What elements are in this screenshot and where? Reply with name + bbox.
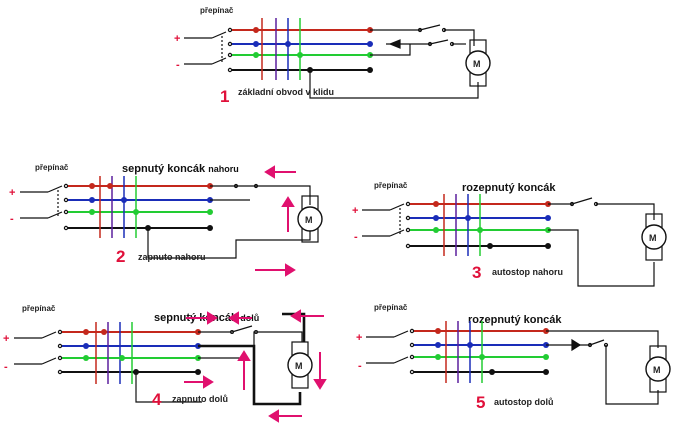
switch-symbol bbox=[366, 328, 415, 375]
motor-symbol-icon: M bbox=[297, 195, 323, 243]
plus-terminal: + bbox=[356, 332, 362, 344]
limit-wiring bbox=[548, 197, 655, 287]
diagram-title: rozepnutý koncák bbox=[462, 182, 556, 194]
motor-label: M bbox=[649, 233, 657, 243]
motor-symbol-icon: M bbox=[645, 345, 671, 393]
direction-arrow-icon bbox=[255, 165, 296, 277]
motor-symbol-icon: M bbox=[465, 39, 491, 87]
diagram-4: přepínač + - sepnutý koncák dolů bbox=[3, 304, 327, 423]
plus-terminal: + bbox=[9, 187, 15, 199]
minus-terminal: - bbox=[176, 59, 180, 71]
motor-label: M bbox=[653, 365, 661, 375]
diagram-title: rozepnutý koncák bbox=[468, 314, 562, 326]
switch-label: přepínač bbox=[22, 304, 56, 313]
switch-label: přepínač bbox=[200, 6, 234, 15]
motor-label: M bbox=[305, 215, 313, 225]
switch-label: přepínač bbox=[374, 303, 408, 312]
diagram-caption: autostop nahoru bbox=[492, 267, 563, 277]
diagram-1: přepínač + - bbox=[174, 6, 491, 106]
diagram-number: 5 bbox=[476, 393, 485, 412]
switch-symbol bbox=[14, 329, 63, 375]
minus-terminal: - bbox=[354, 231, 358, 243]
limit-wiring bbox=[309, 24, 479, 99]
minus-terminal: - bbox=[4, 361, 8, 373]
junction-dots bbox=[435, 328, 549, 375]
minus-terminal: - bbox=[10, 213, 14, 225]
motor-label: M bbox=[295, 361, 303, 371]
diagram-caption: autostop dolů bbox=[494, 397, 554, 407]
diagram-number: 1 bbox=[220, 87, 229, 106]
diagram-number: 2 bbox=[116, 247, 125, 266]
limit-wiring bbox=[546, 330, 659, 405]
plus-terminal: + bbox=[3, 333, 9, 345]
switch-symbol bbox=[362, 201, 411, 249]
switch-symbol bbox=[20, 183, 69, 231]
switch-label: přepínač bbox=[374, 181, 408, 190]
motor-label: M bbox=[473, 59, 481, 69]
plus-terminal: + bbox=[352, 205, 358, 217]
diagram-number: 3 bbox=[472, 263, 481, 282]
diagram-caption: zapnuto dolů bbox=[172, 394, 228, 404]
junction-dots bbox=[83, 329, 201, 375]
junction-dots bbox=[89, 183, 213, 231]
diagram-5: přepínač + - rozepnutý koncák bbox=[356, 303, 671, 412]
junction-dots bbox=[253, 27, 373, 73]
junction-dots bbox=[433, 201, 551, 249]
direction-arrow-icon bbox=[184, 309, 327, 423]
limit-wiring bbox=[147, 183, 311, 259]
switch-symbol bbox=[184, 27, 233, 73]
limit-wiring bbox=[135, 312, 306, 406]
motor-symbol-icon: M bbox=[287, 341, 313, 389]
diagram-2: přepínač + - sepnutý koncák nahoru bbox=[9, 163, 323, 277]
diagram-caption: zapnuto nahoru bbox=[138, 252, 206, 262]
diagram-number: 4 bbox=[152, 390, 162, 409]
diagram-3: přepínač + - rozepnutý koncák bbox=[352, 181, 667, 287]
minus-terminal: - bbox=[358, 360, 362, 372]
plus-terminal: + bbox=[174, 33, 180, 45]
diagram-caption: základní obvod v klidu bbox=[238, 87, 334, 97]
motor-symbol-icon: M bbox=[641, 213, 667, 261]
switch-label: přepínač bbox=[35, 163, 69, 172]
diagram-title: sepnutý koncák nahoru bbox=[122, 163, 239, 175]
